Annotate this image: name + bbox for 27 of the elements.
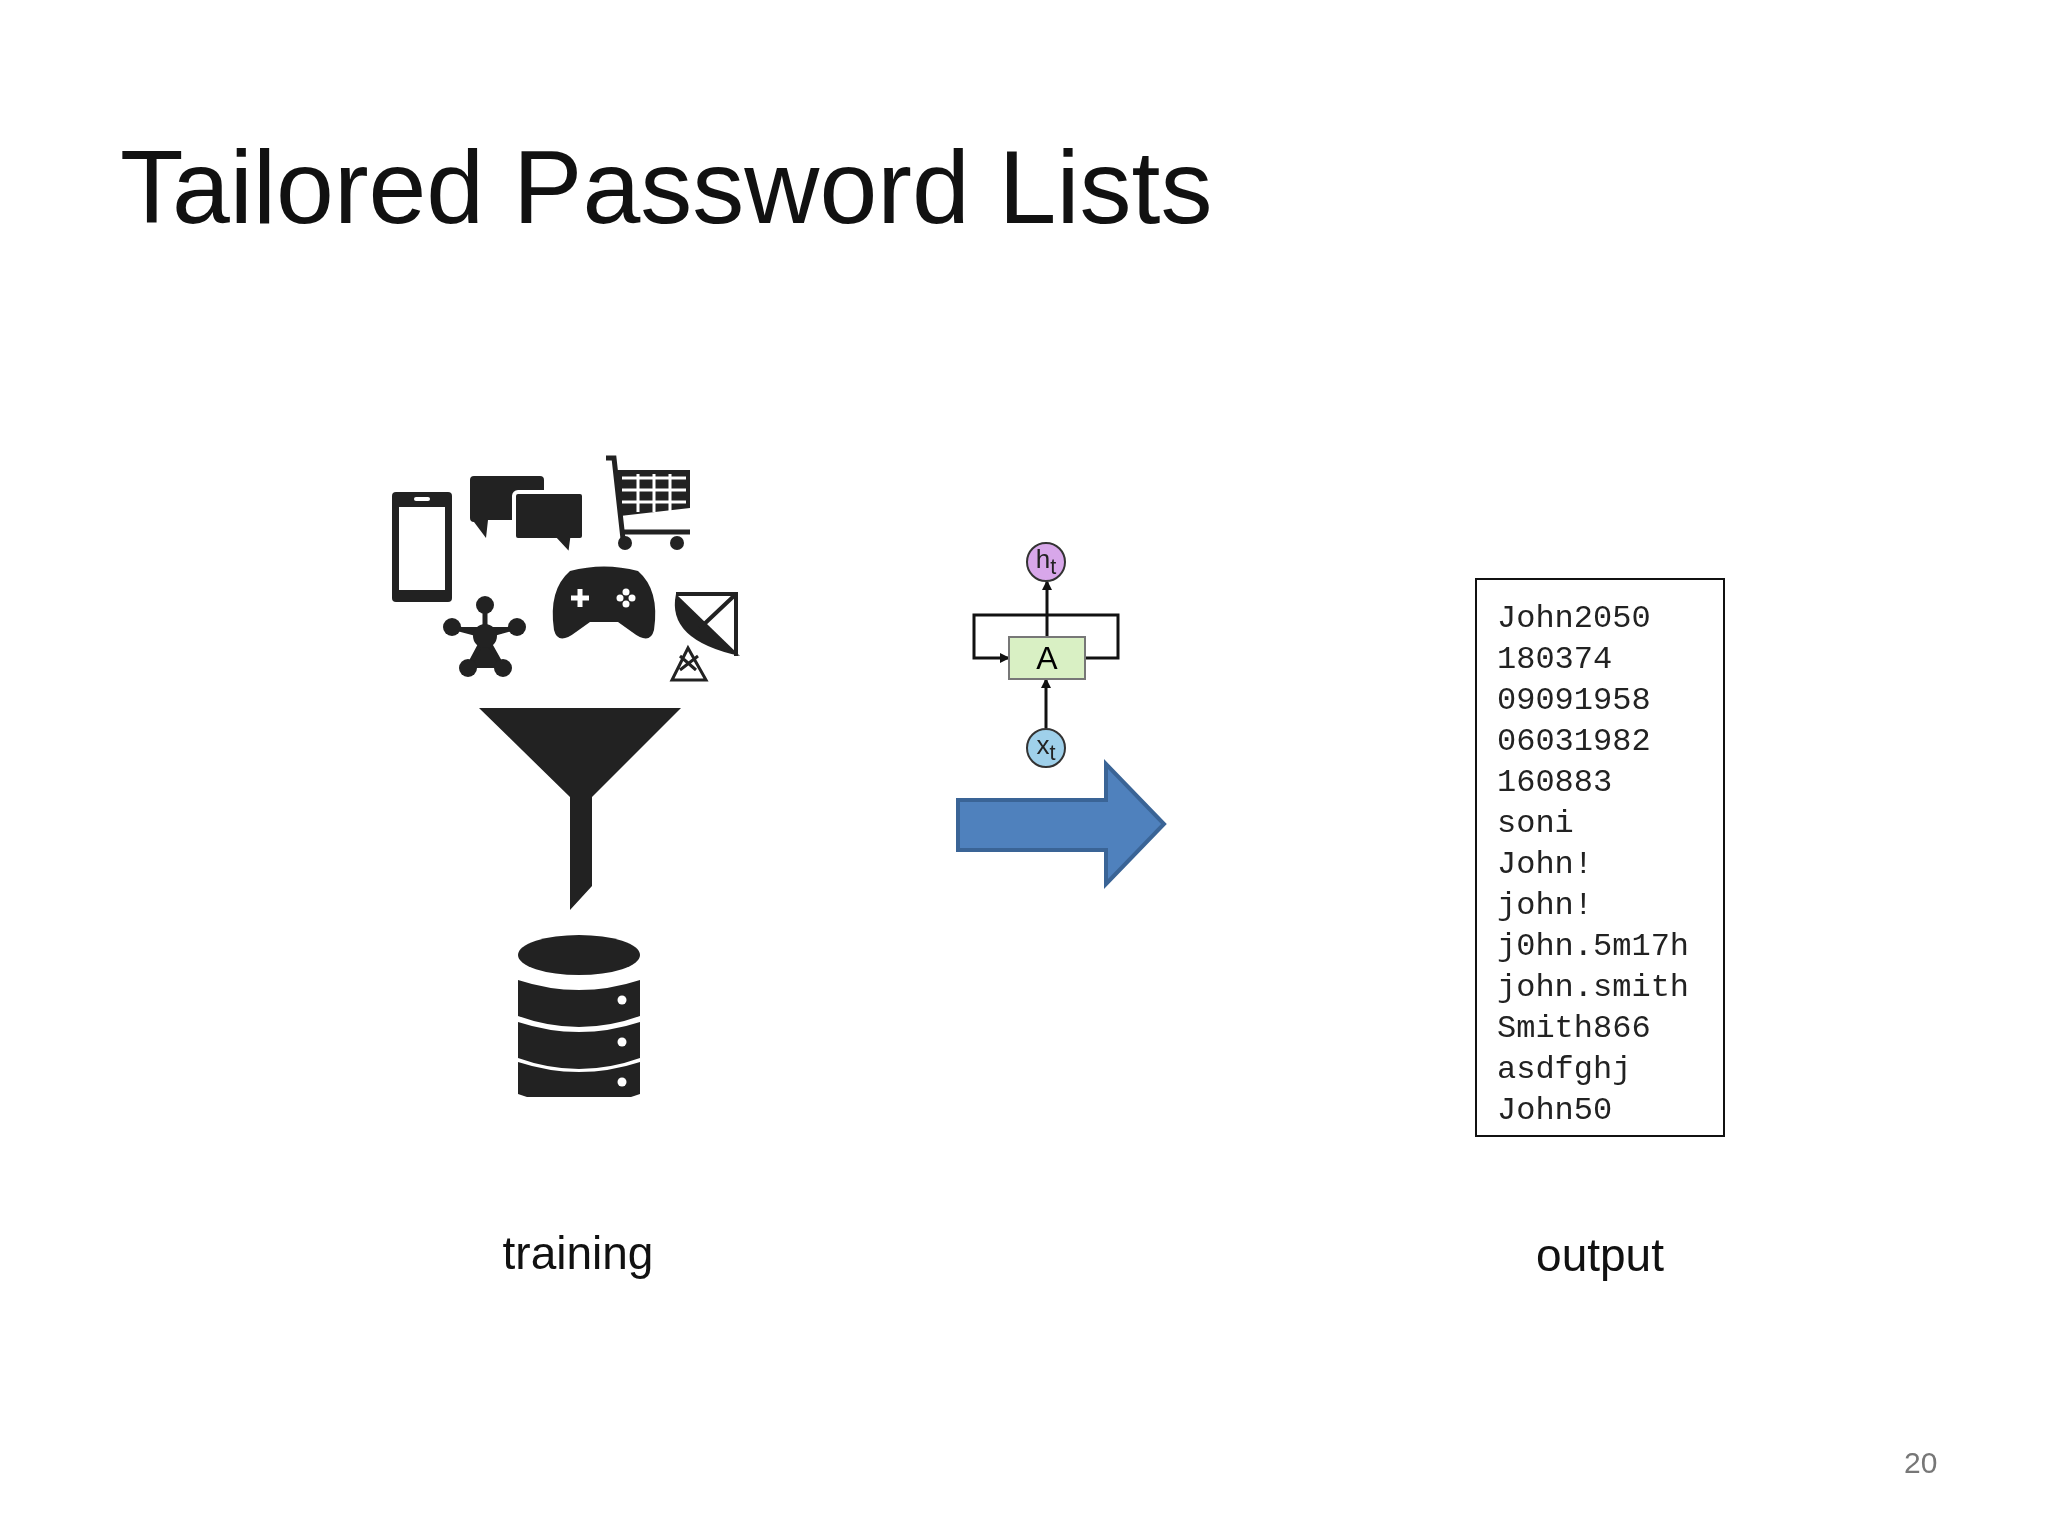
password-text: j0hn.5m17h xyxy=(1497,927,1690,967)
password-text: John! xyxy=(1497,845,1593,885)
arrow xyxy=(1042,580,1052,636)
password-text: john! xyxy=(1497,886,1593,926)
arrow xyxy=(1041,678,1051,728)
symbol-text: h$_{t}$ xyxy=(1035,543,1057,581)
password-text: 06031982 xyxy=(1497,722,1651,762)
password-text: 09091958 xyxy=(1497,681,1651,721)
caption-text: output xyxy=(1536,1228,1664,1282)
page-number: 20 xyxy=(1904,1446,1938,1480)
output-circle xyxy=(1026,542,1066,582)
password-text: 160883 xyxy=(1497,763,1613,803)
caption-text: training xyxy=(502,1226,654,1280)
password-text: John2050 xyxy=(1497,599,1651,639)
input-circle xyxy=(1026,728,1066,768)
password-list-box xyxy=(1475,578,1725,1137)
loop-arrow xyxy=(972,613,1120,663)
cell-box xyxy=(1008,636,1086,680)
password-text: john.smith xyxy=(1497,968,1690,1008)
password-text: John50 xyxy=(1497,1091,1613,1131)
password-text: soni xyxy=(1497,804,1574,844)
symbol-text: A xyxy=(1036,639,1058,677)
symbol-text: x$_{t}$ xyxy=(1036,729,1056,767)
slide-title: Tailored Password Lists xyxy=(120,128,1213,247)
password-text: asdfghj xyxy=(1497,1050,1632,1090)
password-text: 180374 xyxy=(1497,640,1613,680)
password-text: Smith866 xyxy=(1497,1009,1651,1049)
